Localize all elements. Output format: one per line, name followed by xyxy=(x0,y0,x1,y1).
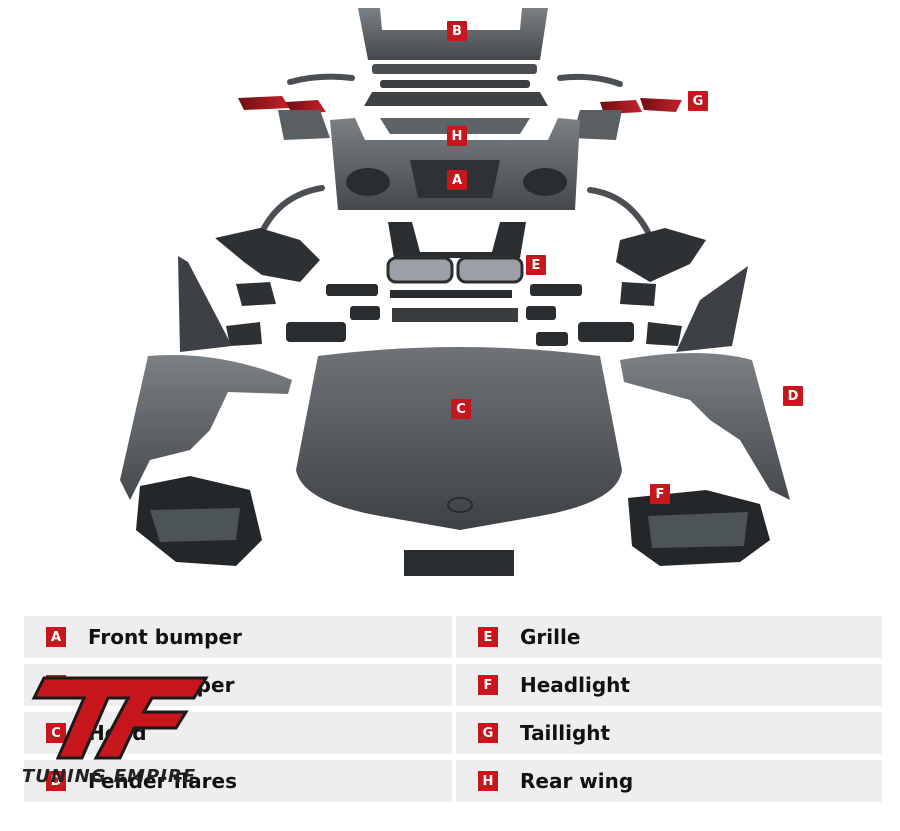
fender-parts xyxy=(120,256,790,500)
fender-flare-parts xyxy=(259,73,651,235)
front-bumper-marker: A xyxy=(447,170,467,190)
bracket-parts xyxy=(215,228,706,346)
taillight-marker: G xyxy=(688,91,708,111)
legend-key: H xyxy=(478,771,498,791)
rear-bumper-marker: B xyxy=(447,21,467,41)
hood-part xyxy=(296,347,622,530)
legend-label: Fender flares xyxy=(88,769,238,793)
legend-row: A Front bumper xyxy=(24,616,452,658)
rear-bumper-part xyxy=(358,8,548,88)
legend-label: Headlight xyxy=(520,673,630,697)
legend-row: H Rear wing xyxy=(456,760,882,802)
legend-key: G xyxy=(478,723,498,743)
legend-row: D Fender flares xyxy=(24,760,452,802)
parts-legend: A Front bumper B Rear bumper C Hood D Fe… xyxy=(24,616,882,806)
license-plate-bracket xyxy=(404,550,514,576)
rear-wing-marker: H xyxy=(447,126,467,146)
legend-key: F xyxy=(478,675,498,695)
logo-monogram-icon xyxy=(31,676,209,760)
headlight-marker: F xyxy=(650,484,670,504)
legend-key: E xyxy=(478,627,498,647)
tuning-empire-logo: TUNING EMPIRE xyxy=(16,668,231,808)
parts-illustration xyxy=(120,8,790,576)
logo-wordmark: TUNING EMPIRE xyxy=(22,766,197,787)
legend-key: C xyxy=(46,723,66,743)
grille-marker: E xyxy=(526,255,546,275)
legend-label: Grille xyxy=(520,625,581,649)
legend-label: Front bumper xyxy=(88,625,242,649)
legend-row: E Grille xyxy=(456,616,882,658)
legend-row: G Taillight xyxy=(456,712,882,754)
front-bumper-part xyxy=(330,118,580,210)
legend-label: Rear wing xyxy=(520,769,634,793)
headlight-parts xyxy=(136,476,770,566)
legend-label: Taillight xyxy=(520,721,611,745)
body-kit-parts-image: B H A E C D F G xyxy=(120,8,803,576)
vent-parts xyxy=(286,284,634,346)
legend-row: F Headlight xyxy=(456,664,882,706)
grille-part xyxy=(386,222,526,322)
hood-marker: C xyxy=(451,399,471,419)
legend-key: A xyxy=(46,627,66,647)
fender-marker: D xyxy=(783,386,803,406)
legend-key: D xyxy=(46,771,66,791)
